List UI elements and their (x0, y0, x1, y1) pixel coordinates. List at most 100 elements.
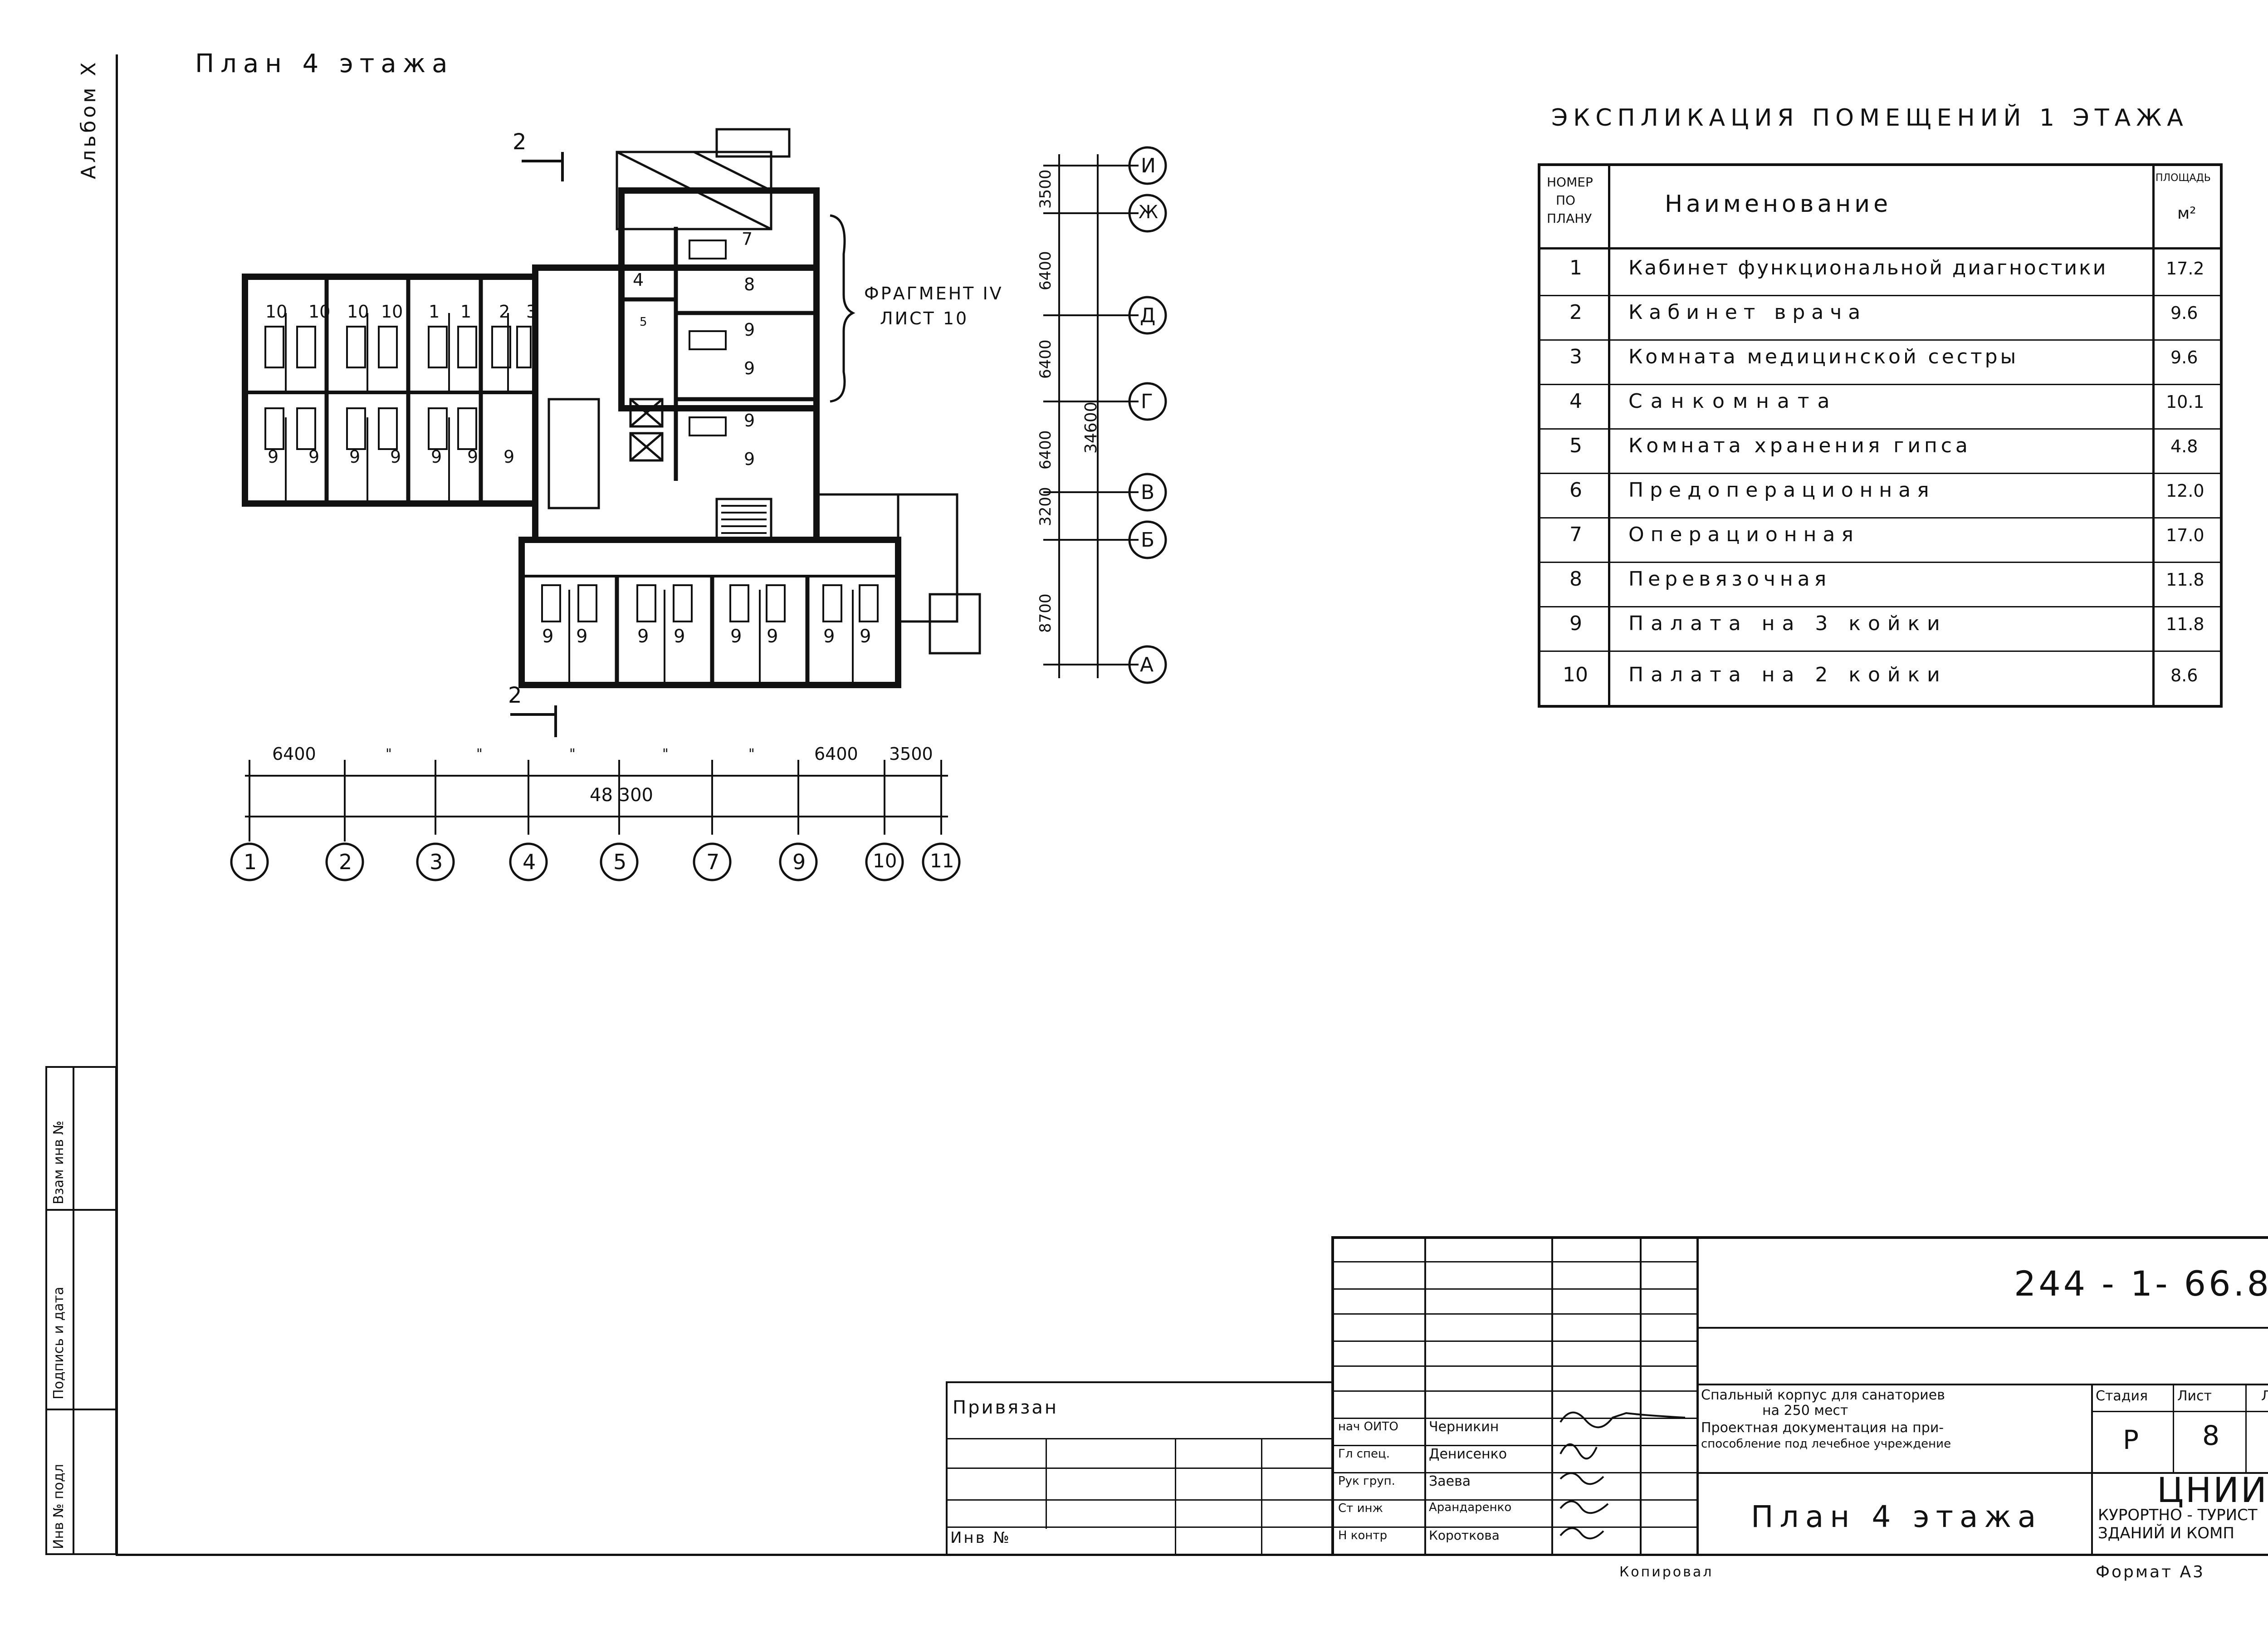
room-number: 8 (744, 274, 755, 294)
room-number: 9 (308, 447, 320, 467)
dim-label-h: " (662, 746, 669, 762)
dim-label-h: " (386, 746, 392, 762)
row-num: 5 (1569, 434, 1582, 457)
stamp-col-line (1551, 1236, 1553, 1556)
stamp-row-line (1331, 1472, 1696, 1473)
room-number: 10 (265, 302, 288, 322)
row-area: 10.1 (2166, 392, 2204, 412)
privyazan-top-line (946, 1381, 1334, 1383)
sheets-header: Л (2261, 1388, 2268, 1404)
stamp-name: Черникин (1429, 1419, 1499, 1435)
row-name: Палата на 2 койки (1628, 663, 1947, 686)
room-number: 4 (633, 270, 644, 290)
dim-total-v: 34600 (1082, 401, 1100, 454)
room-number: 10 (381, 302, 403, 322)
row-name: Палата на 3 койки (1628, 612, 1947, 635)
room-number: 9 (744, 449, 755, 469)
row-name: Операционная (1628, 523, 1860, 546)
bottom-frame-line (116, 1554, 2268, 1556)
axis-label: 11 (930, 850, 954, 872)
project-line: Спальный корпус для санаториев (1701, 1387, 1945, 1403)
axis-label: 5 (613, 850, 627, 874)
room-number: 10 (347, 302, 369, 322)
stamp-stage-header-line (2091, 1411, 2268, 1412)
dim-label-v: 6400 (1036, 430, 1055, 470)
privyazan-col-line (1175, 1438, 1176, 1556)
stamp-name: Арандаренко (1429, 1501, 1512, 1514)
axis-label: И (1141, 154, 1156, 177)
stamp-signature-right-line (1696, 1236, 1699, 1556)
stamp-role: Рук груп. (1338, 1474, 1395, 1488)
room-number: 9 (637, 626, 649, 647)
row-name: Перевязочная (1628, 567, 1831, 591)
dim-label-h: " (569, 746, 576, 762)
stamp-code-bottom-line (1696, 1327, 2268, 1329)
room-number: 9 (503, 447, 515, 467)
row-area: 17.2 (2166, 259, 2204, 279)
row-num: 10 (1563, 663, 1588, 686)
stamp-role: Гл спец. (1338, 1447, 1390, 1461)
row-area: 9.6 (2170, 347, 2198, 367)
table-row-line (1538, 562, 2223, 563)
stamp-name: Короткова (1429, 1528, 1500, 1543)
table-col-line-2 (2152, 163, 2155, 708)
stamp-project-top-line (1696, 1384, 2268, 1385)
floor-plan (242, 128, 1139, 841)
margin-label-sign: Подпись и дата (51, 1287, 67, 1400)
row-name: Санкомната (1628, 390, 1838, 413)
room-number: 1 (460, 302, 472, 322)
row-num: 4 (1569, 390, 1582, 413)
axis-label: 2 (339, 850, 352, 874)
row-name: Кабинет функциональной диагностики (1628, 256, 2108, 279)
org-line: ЗДАНИЙ И КОМП (2098, 1524, 2234, 1542)
project-line: на 250 мест (1762, 1403, 1848, 1419)
table-header-line (1538, 247, 2223, 250)
dim-label-h: 3500 (889, 744, 933, 764)
axis-label: Б (1141, 528, 1155, 552)
privyazan-label: Привязан (953, 1397, 1059, 1418)
stamp-row-line (1331, 1445, 1696, 1446)
stamp-row-line (1331, 1418, 1696, 1419)
table-row-line (1538, 339, 2223, 341)
privyazan-row-line (946, 1499, 1334, 1501)
section-mark-bottom: 2 (508, 683, 522, 708)
stamp-row-line (1331, 1390, 1696, 1392)
row-num: 3 (1569, 345, 1582, 368)
axis-label: 9 (792, 850, 806, 874)
plan-title: План 4 этажа (195, 49, 454, 78)
stamp-row-line (1331, 1499, 1696, 1501)
stamp-role: нач ОИТО (1338, 1420, 1398, 1433)
dim-label-v: 3500 (1036, 169, 1055, 209)
header-num-line2: ПО (1556, 193, 1576, 208)
room-number: 9 (467, 447, 479, 467)
room-number: 1 (429, 302, 440, 322)
axis-label: 3 (430, 850, 443, 874)
axis-label: В (1141, 481, 1155, 504)
privyazan-row-line (946, 1468, 1334, 1469)
room-number: 9 (349, 447, 361, 467)
room-number: 9 (268, 447, 279, 467)
margin-stamp-divider (73, 1066, 74, 1555)
axis-label: А (1140, 653, 1154, 676)
table-row-line (1538, 473, 2223, 474)
stamp-row-line (1331, 1261, 1696, 1262)
table-row-line (1538, 517, 2223, 519)
room-number: 9 (744, 358, 755, 378)
axis-markers-v (1128, 146, 1167, 684)
dim-label-h: 6400 (272, 744, 316, 764)
dim-label-v: 3200 (1036, 487, 1055, 526)
table-row-line (1538, 606, 2223, 607)
dim-label-h: " (748, 746, 755, 762)
sheet-title: План 4 этажа (1751, 1499, 2043, 1534)
room-number: 9 (860, 626, 871, 647)
room-number: 3 (526, 302, 538, 322)
stage-header: Стадия (2096, 1388, 2148, 1404)
fragment-note-line2: ЛИСТ 10 (880, 308, 969, 328)
project-line: Проектная документация на при- (1701, 1420, 1944, 1436)
margin-stamp-sep-1 (45, 1209, 117, 1211)
row-name: Комната хранения гипса (1628, 434, 1971, 457)
table-row-line (1538, 384, 2223, 385)
section-mark-top: 2 (513, 129, 527, 155)
row-area: 8.6 (2170, 665, 2198, 685)
header-area-line2: м² (2177, 204, 2196, 223)
